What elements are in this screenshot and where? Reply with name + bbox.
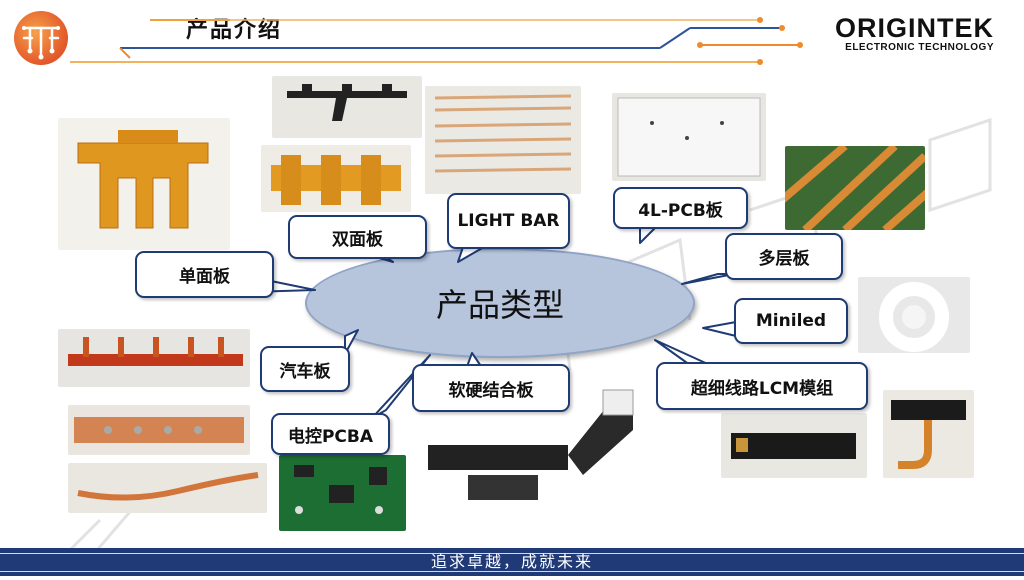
pcba-photo — [279, 455, 406, 531]
copper-strip-photo — [68, 405, 250, 455]
callout-multilayer: 多层板 — [725, 233, 843, 280]
company-logo-icon — [14, 11, 68, 65]
fine-line-flex-photo — [883, 390, 974, 478]
flex-strip-photo — [68, 463, 267, 513]
double-sided-board-photo-2 — [261, 145, 411, 212]
product-type-center: 产品类型 — [305, 248, 695, 358]
lcm-module-photo — [721, 413, 867, 478]
footer-line-top — [0, 553, 1024, 554]
4l-pcb-photo — [612, 93, 766, 181]
callout-fine-line-lcm: 超细线路LCM模组 — [656, 362, 868, 410]
footer-line-bottom — [0, 571, 1024, 572]
double-sided-board-photo — [272, 76, 422, 138]
brand-name: ORIGINTEK — [834, 13, 994, 43]
single-sided-board-photo — [58, 118, 230, 250]
center-label: 产品类型 — [435, 286, 564, 324]
footer-slogan: 追求卓越，成就未来 — [430, 552, 593, 571]
callout-light-bar: LIGHT BAR — [447, 193, 570, 249]
callout-rigid-flex: 软硬结合板 — [412, 364, 570, 412]
brand-subtitle: ELECTRONIC TECHNOLOGY — [845, 42, 994, 53]
auto-board-photo — [58, 329, 250, 387]
light-bar-photo — [425, 86, 581, 194]
callout-auto-board: 汽车板 — [260, 346, 350, 392]
callout-4l-pcb: 4L-PCB板 — [613, 187, 748, 229]
callout-miniled: Miniled — [734, 298, 848, 344]
callout-double-sided: 双面板 — [288, 215, 427, 259]
brand-block: ORIGINTEK ELECTRONIC TECHNOLOGY — [835, 14, 994, 53]
multilayer-board-photo — [785, 146, 925, 230]
callout-single-sided: 单面板 — [135, 251, 274, 298]
miniled-photo — [858, 277, 970, 353]
header-decoration — [70, 17, 803, 65]
callout-pcba: 电控PCBA — [271, 413, 390, 455]
page-title: 产品介绍 — [186, 17, 283, 43]
